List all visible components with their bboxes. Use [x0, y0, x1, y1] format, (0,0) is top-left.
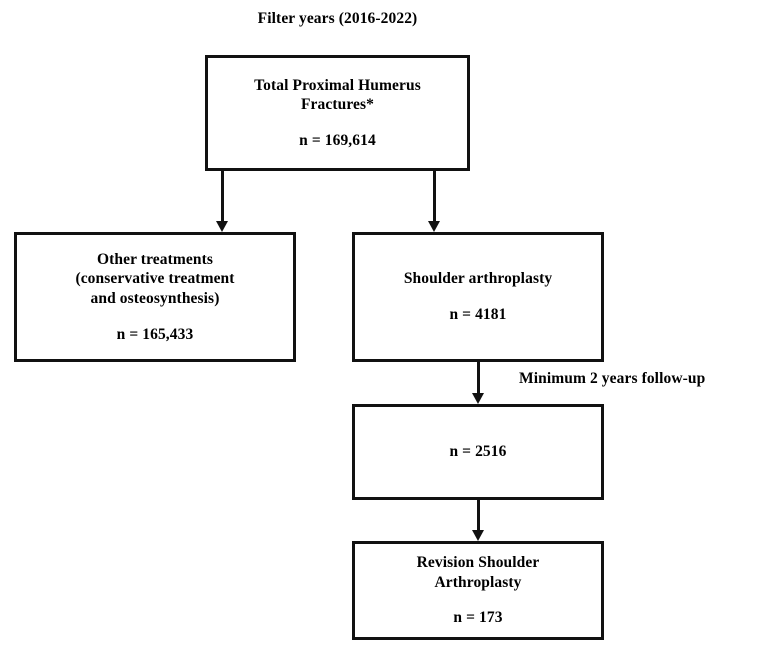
node-shoulder-arthroplasty-title: Shoulder arthroplasty: [403, 270, 553, 288]
arrow-arthroplasty-to-followup: [471, 362, 485, 404]
node-other-treatments-title: Other treatments (conservative treatment…: [75, 250, 235, 307]
arrow-followup-to-revision: [471, 500, 485, 541]
node-other-treatments: Other treatments (conservative treatment…: [14, 232, 296, 362]
node-other-treatments-count: n = 165,433: [116, 325, 194, 343]
node-shoulder-arthroplasty: Shoulder arthroplasty n = 4181: [352, 232, 604, 362]
node-total-proximal-humerus-fractures-count: n = 169,614: [299, 131, 376, 149]
node-revision-shoulder-arthroplasty-title: Revision Shoulder Arthroplasty: [416, 554, 540, 591]
node-revision-shoulder-arthroplasty-count: n = 173: [453, 609, 503, 627]
node-total-proximal-humerus-fractures-title: Total Proximal Humerus Fractures*: [254, 76, 421, 114]
arrow-total-to-other-treatments: [215, 171, 229, 232]
node-total-proximal-humerus-fractures: Total Proximal Humerus Fractures* n = 16…: [205, 55, 470, 171]
node-followup-cohort: n = 2516: [352, 404, 604, 500]
filter-years-caption: Filter years (2016-2022): [257, 10, 418, 27]
arrow-total-to-shoulder-arthroplasty: [427, 171, 441, 232]
node-shoulder-arthroplasty-count: n = 4181: [449, 306, 507, 324]
node-followup-cohort-count: n = 2516: [449, 443, 507, 461]
node-revision-shoulder-arthroplasty: Revision Shoulder Arthroplasty n = 173: [352, 541, 604, 640]
minimum-followup-caption: Minimum 2 years follow-up: [519, 370, 706, 387]
